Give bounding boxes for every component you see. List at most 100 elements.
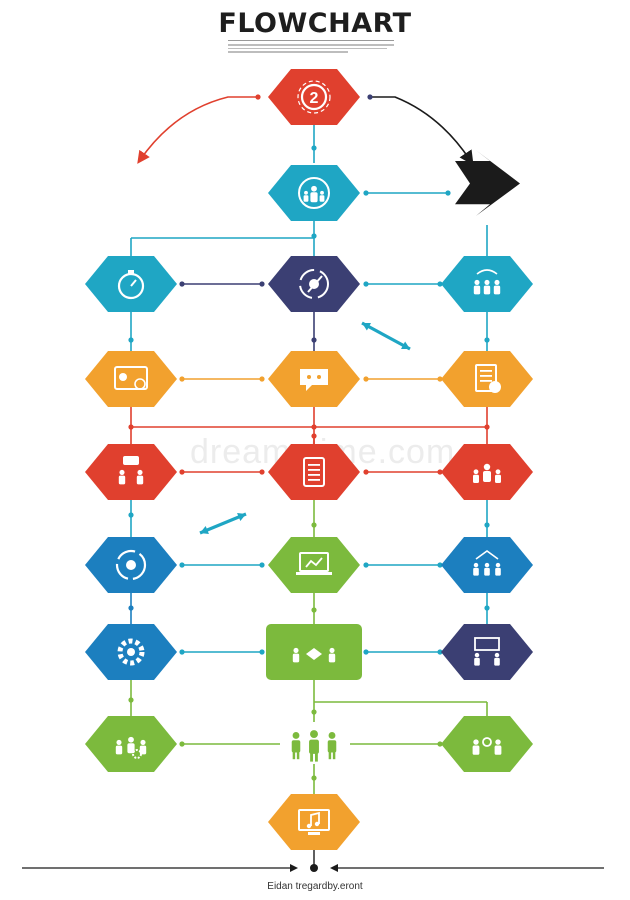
- double-arrow-icon: [199, 512, 247, 535]
- arrowhead: [330, 864, 338, 872]
- connector-dot: [484, 522, 490, 528]
- connector-dot: [311, 607, 317, 613]
- connector-dot: [311, 337, 317, 343]
- connector-dot: [259, 469, 265, 475]
- connector-dot: [179, 741, 185, 747]
- node-shape: [441, 716, 533, 772]
- team-discussion-icon: [118, 456, 144, 485]
- node-team-discussion: [85, 444, 177, 500]
- connector-dot: [255, 94, 261, 100]
- node-team-people: [441, 444, 533, 500]
- node-people-exchange: [441, 716, 533, 772]
- connector-dot: [311, 424, 317, 430]
- connector-dot: [437, 469, 443, 475]
- connector-dot: [437, 562, 443, 568]
- user-document-icon: [475, 364, 501, 393]
- double-arrow-icon: [361, 321, 411, 351]
- node-network-people: [441, 537, 533, 593]
- connector-dot: [179, 649, 185, 655]
- node-process-cycle: [268, 256, 360, 312]
- node-shape: [268, 444, 360, 500]
- page-title: FLOWCHART: [218, 8, 412, 39]
- connector-dot: [437, 376, 443, 382]
- finance-screen-icon: [114, 366, 148, 390]
- connector-dot: [259, 281, 265, 287]
- node-shape: [268, 794, 360, 850]
- connector-dot: [259, 562, 265, 568]
- node-stopwatch: [85, 256, 177, 312]
- node-shape: [268, 537, 360, 593]
- laptop-chart-icon: [296, 552, 332, 575]
- connector-dot: [311, 775, 317, 781]
- end-dot: [310, 864, 318, 872]
- handshake-icon: [292, 647, 336, 663]
- connector-dot: [259, 376, 265, 382]
- music-screen-icon: [298, 809, 330, 835]
- gear-icon: [117, 638, 145, 666]
- connector-dot: [179, 469, 185, 475]
- node-shape: [85, 256, 177, 312]
- connector-dot: [363, 376, 369, 382]
- node-target-cycle: [85, 537, 177, 593]
- node-shape: [85, 351, 177, 407]
- connector-dot: [363, 190, 369, 196]
- connector-dot: [437, 741, 443, 747]
- people-gear-icon: [115, 736, 147, 759]
- node-user-document: [441, 351, 533, 407]
- connector-dot: [179, 376, 185, 382]
- team-people-icon: [473, 463, 501, 483]
- group-icon: [473, 269, 501, 295]
- node-music-screen: [268, 794, 360, 850]
- node-people-trio: [291, 730, 337, 762]
- node-finance-screen: [85, 351, 177, 407]
- target-cycle-icon: [115, 549, 147, 581]
- connector-dot: [311, 522, 317, 528]
- connector-dot: [437, 649, 443, 655]
- connector-dot: [179, 562, 185, 568]
- connector-dot: [128, 697, 134, 703]
- node-top-badge: 2: [268, 69, 360, 125]
- connector-dot: [128, 424, 134, 430]
- connector-dot: [259, 649, 265, 655]
- notebook-icon: [303, 457, 325, 487]
- node-notebook: [268, 444, 360, 500]
- footer-caption: Eidan tregardby.eront: [267, 881, 363, 892]
- connector-dot: [363, 562, 369, 568]
- node-presentation-board: [441, 624, 533, 680]
- connector-dot: [128, 337, 134, 343]
- network-people-icon: [473, 550, 501, 576]
- node-gear: [85, 624, 177, 680]
- node-shape: [441, 624, 533, 680]
- badge-2-icon: 2: [297, 80, 331, 114]
- connector-dot: [311, 433, 317, 439]
- people-trio-icon: [291, 730, 337, 762]
- curved-arrow-left: [137, 96, 258, 164]
- connector-dot: [128, 512, 134, 518]
- connector-dot: [311, 709, 317, 715]
- connector-dot: [363, 281, 369, 287]
- connector-dot: [311, 145, 317, 151]
- presentation-board-icon: [474, 637, 500, 666]
- node-shape: [441, 351, 533, 407]
- connector-dot: [128, 605, 134, 611]
- connector-dot: [484, 337, 490, 343]
- connector-dot: [484, 424, 490, 430]
- connector-dot: [445, 190, 451, 196]
- big-arrow-icon: [455, 150, 520, 216]
- team-circle-icon: [298, 177, 330, 209]
- process-cycle-icon: [299, 269, 329, 299]
- connector-dot: [179, 281, 185, 287]
- node-team-circle: [268, 165, 360, 221]
- node-laptop-chart: [268, 537, 360, 593]
- node-people-settings: [85, 716, 177, 772]
- node-group-presentation: [441, 256, 533, 312]
- connector-dot: [363, 469, 369, 475]
- arrowhead: [290, 864, 298, 872]
- stopwatch-icon: [117, 270, 145, 300]
- connector-dot: [484, 605, 490, 611]
- connector-dot: [363, 649, 369, 655]
- people-exchange-icon: [472, 737, 502, 755]
- node-chat-bubble: [268, 351, 360, 407]
- node-shape: [268, 69, 360, 125]
